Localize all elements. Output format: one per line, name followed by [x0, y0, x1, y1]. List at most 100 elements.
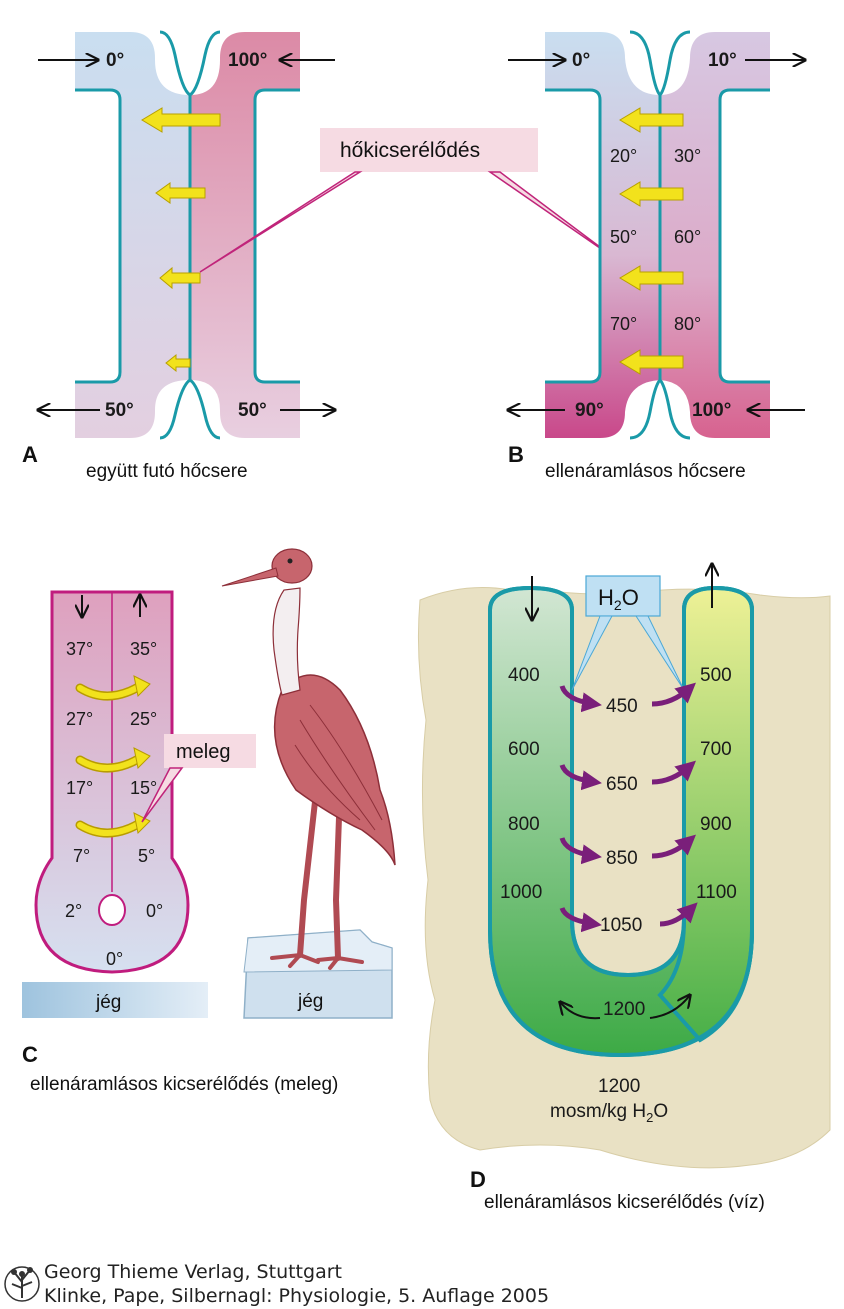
- exchange-pointer-b: [487, 171, 621, 263]
- c-temp-row2-right: 25°: [130, 709, 157, 729]
- d-left-value-2: 600: [508, 739, 540, 760]
- heat-arrow: [155, 182, 206, 204]
- flow-arrow-bottom-right: [649, 995, 690, 1019]
- loop-outline: [488, 585, 754, 1058]
- warm-arrow-head: [133, 747, 151, 770]
- d-water-arrows: [559, 682, 698, 933]
- panel-b-left-tube: [545, 32, 660, 438]
- panel-d-letter: D: [470, 1167, 486, 1192]
- panel-a-letter: A: [22, 442, 38, 467]
- water-arrow: [559, 906, 602, 933]
- stork-head: [271, 548, 313, 584]
- temp-bottom-right: 50°: [238, 400, 267, 421]
- panel-d: H2O 400 600 800 1000 450 650 850 1050 50…: [417, 564, 831, 1213]
- heat-arrow: [619, 265, 684, 291]
- warm-label-box: [164, 734, 256, 768]
- c-temp-row4-left: 7°: [73, 846, 90, 866]
- panel-c-loop-hole: [98, 894, 126, 926]
- c-temp-row3-right: 15°: [130, 778, 157, 798]
- stork-neck: [272, 587, 301, 696]
- b-temp-bottom-right: 100°: [692, 400, 731, 421]
- footer-citation: Klinke, Pape, Silbernagl: Physiologie, 5…: [44, 1285, 549, 1307]
- c-temp-row1-right: 35°: [130, 639, 157, 659]
- c-temp-row4-right: 5°: [138, 846, 155, 866]
- stork-ice-label: jég: [297, 991, 323, 1012]
- panel-c-caption: ellenáramlásos kicserélődés (meleg): [30, 1074, 338, 1095]
- stork-wing-lines: [294, 704, 383, 831]
- exchange-pointer-a: [199, 171, 363, 273]
- stork-illustration: jég: [221, 548, 396, 1019]
- d-outside-unit: mosm/kg H2O: [550, 1101, 668, 1125]
- water-arrow: [559, 764, 602, 791]
- temp-top-left: 0°: [106, 50, 124, 71]
- warm-arrow: [77, 755, 143, 771]
- water-arrow: [659, 902, 698, 927]
- exchange-label-group: hőkicserélődés: [199, 128, 621, 273]
- panel-c-letter: C: [22, 1042, 38, 1067]
- c-temp-row1-left: 37°: [66, 639, 93, 659]
- panel-a-right-tube: [190, 32, 300, 438]
- d-right-value-1: 500: [700, 665, 732, 686]
- b-temp-top-right: 10°: [708, 50, 737, 71]
- panel-a: 0° 100° 50° 50° A együtt futó hőcsere: [22, 30, 335, 482]
- d-right-value-4: 1100: [696, 882, 737, 903]
- water-label-box: [585, 575, 661, 617]
- b-temp-row3-right: 80°: [674, 314, 701, 334]
- d-left-value-1: 400: [508, 665, 540, 686]
- c-warm-arrows: [75, 675, 151, 838]
- exchange-label: hőkicserélődés: [340, 139, 480, 162]
- panel-b-left-wall: [545, 88, 602, 384]
- panel-b-right-wall: [718, 88, 770, 384]
- panel-a-center-wall: [159, 30, 221, 440]
- water-arrow: [651, 760, 696, 785]
- panel-b-right-tube: [660, 32, 770, 438]
- d-right-value-2: 700: [700, 739, 732, 760]
- panel-b-caption: ellenáramlásos hőcsere: [545, 461, 746, 482]
- stork-body: [273, 674, 396, 866]
- temp-bottom-left: 50°: [105, 400, 134, 421]
- panel-a-left-tube: [75, 32, 190, 438]
- water-arrow: [559, 837, 602, 865]
- panel-c: 37° 35° 27° 25° 17° 15° 7° 5° 2° 0° 0° m…: [22, 590, 338, 1095]
- d-bottom-value: 1200: [603, 999, 645, 1020]
- ice-label: jég: [95, 992, 121, 1013]
- panel-a-heat-arrows: [141, 107, 221, 373]
- heat-arrow: [619, 181, 684, 207]
- publisher-logo: [4, 1266, 40, 1302]
- water-arrow: [651, 682, 696, 707]
- d-outside-value: 1200: [598, 1076, 640, 1097]
- d-middle-value-1: 450: [606, 696, 638, 717]
- water-arrow: [651, 834, 696, 859]
- c-temp-row5-left: 2°: [65, 901, 82, 921]
- c-temp-bottom: 0°: [106, 949, 123, 969]
- exchange-label-box: [320, 128, 538, 172]
- warm-arrow: [77, 683, 143, 699]
- temp-top-right: 100°: [228, 50, 267, 71]
- stork-legs: [297, 772, 343, 961]
- heat-arrow: [159, 266, 201, 290]
- heat-arrow: [165, 353, 191, 373]
- panel-b-center-wall: [629, 30, 691, 440]
- water-arrow: [559, 685, 602, 713]
- b-temp-row1-left: 20°: [610, 146, 637, 166]
- heat-arrow: [619, 107, 684, 133]
- panel-a-left-wall: [75, 88, 122, 384]
- publisher-footer: Georg Thieme Verlag, Stuttgart Klinke, P…: [4, 1261, 549, 1307]
- b-temp-row3-left: 70°: [610, 314, 637, 334]
- stork-eye: [287, 558, 293, 564]
- panel-a-caption: együtt futó hőcsere: [86, 461, 248, 482]
- b-temp-row2-left: 50°: [610, 227, 637, 247]
- footer-publisher: Georg Thieme Verlag, Stuttgart: [44, 1261, 342, 1283]
- b-temp-row2-right: 60°: [674, 227, 701, 247]
- heat-arrow: [141, 107, 221, 133]
- warm-arrow-head: [133, 675, 151, 698]
- d-middle-value-4: 1050: [600, 915, 642, 936]
- stork-feet: [270, 952, 364, 970]
- heat-arrow: [619, 349, 684, 375]
- water-pointer-left: [571, 615, 613, 691]
- warm-arrow-head: [133, 812, 151, 835]
- d-middle-value-2: 650: [606, 774, 638, 795]
- c-temp-row2-left: 27°: [66, 709, 93, 729]
- ice-block: [22, 982, 208, 1018]
